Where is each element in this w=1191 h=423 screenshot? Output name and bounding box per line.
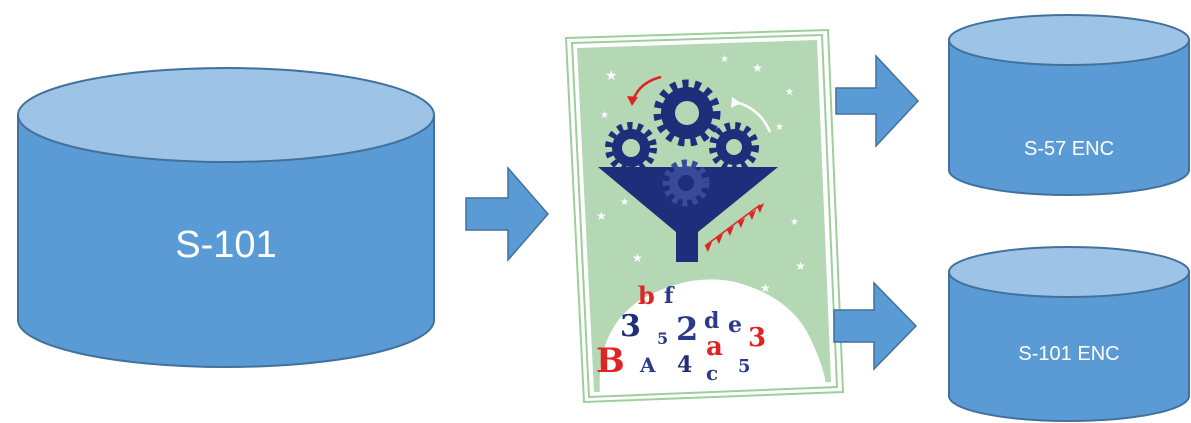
svg-text:★: ★ xyxy=(720,54,729,65)
svg-text:★: ★ xyxy=(596,209,607,223)
char-a: a xyxy=(706,332,723,362)
char-2: 2 xyxy=(676,310,698,348)
char-d: d xyxy=(704,308,719,334)
svg-text:★: ★ xyxy=(795,259,806,273)
char-B: B xyxy=(596,341,625,381)
arrow-to-s57-enc xyxy=(835,54,920,148)
svg-text:★: ★ xyxy=(600,110,609,121)
arrow-to-converter xyxy=(465,165,549,263)
svg-text:★: ★ xyxy=(620,197,629,208)
svg-text:★: ★ xyxy=(632,251,643,265)
char-5: 5 xyxy=(657,329,668,348)
source-database-label: S-101 xyxy=(175,224,276,266)
char-b: b xyxy=(638,281,655,310)
gear-funnel-icon xyxy=(598,75,778,262)
char-e: e xyxy=(728,312,742,338)
s101-enc-label: S-101 ENC xyxy=(1018,343,1119,365)
svg-text:★: ★ xyxy=(790,217,799,228)
arrow-to-s101-enc xyxy=(833,281,918,371)
svg-text:★: ★ xyxy=(752,61,763,75)
s101-enc-database-cylinder: S-101 ENC xyxy=(948,246,1190,422)
s57-enc-database-cylinder: S-57 ENC xyxy=(948,14,1190,196)
char-f: f xyxy=(664,283,675,309)
svg-text:★: ★ xyxy=(785,87,794,98)
converter-card: ★ ★ ★ ★ ★ ★ ★ ★ ★ ★ ★ ★ xyxy=(564,28,845,404)
char-5b: 5 xyxy=(738,356,751,377)
char-4: 4 xyxy=(677,352,692,378)
star-icons: ★ ★ ★ ★ ★ ★ ★ ★ ★ ★ ★ ★ xyxy=(596,54,806,295)
char-3: 3 xyxy=(620,309,641,344)
character-glyphs: b f 3 2 d e 3 5 a B A 4 c 5 xyxy=(596,281,766,385)
char-c: c xyxy=(706,361,718,385)
source-database-cylinder: S-101 xyxy=(17,67,435,368)
char-3b: 3 xyxy=(748,323,766,353)
char-A: A xyxy=(639,353,656,377)
svg-text:★: ★ xyxy=(760,281,771,295)
svg-text:★: ★ xyxy=(775,122,784,133)
s57-enc-label: S-57 ENC xyxy=(1024,138,1114,160)
svg-text:★: ★ xyxy=(605,67,618,83)
